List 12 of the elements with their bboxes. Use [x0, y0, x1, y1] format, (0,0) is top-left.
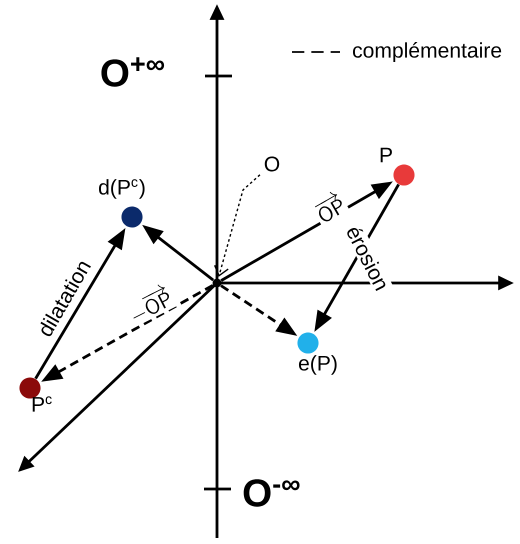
axis-label: O$^{+∞}$	[101, 57, 164, 87]
node-label: d(P$^{c}$)	[99, 179, 145, 199]
origin-point	[212, 278, 222, 288]
edge-label: $\mathsf{-}\overrightarrow{\mathsf{OP}}$	[122, 282, 178, 328]
axis-label: O$^{-∞}$	[244, 479, 300, 507]
node-label: P	[380, 148, 392, 162]
legend-text: complémentaire	[353, 42, 502, 62]
edge-label: $\overrightarrow{\mathsf{OP}}$	[310, 189, 350, 227]
leader-line	[214, 174, 260, 277]
node-label: e(P)	[298, 355, 337, 375]
point-label: O	[264, 156, 280, 172]
node-label: P$^{c}$	[32, 396, 52, 412]
